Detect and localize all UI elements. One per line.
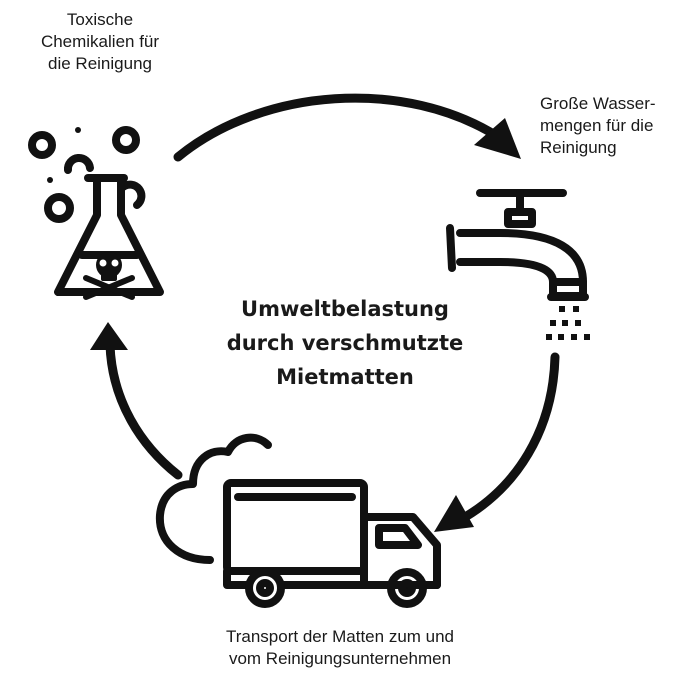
label-chemicals-line1: Toxische [66, 10, 134, 29]
label-water: Große Wasser- mengen für die Reinigung [540, 93, 690, 159]
label-transport-line1: Transport der Matten zum und [225, 627, 455, 646]
arrow-water-to-truck [455, 352, 560, 525]
label-water-line2: mengen für die [540, 116, 654, 135]
center-title-line1: Umweltbelastung [241, 297, 449, 321]
water-drops [546, 306, 590, 340]
arrow-chem-to-water [173, 93, 505, 162]
cycle-arrows [105, 93, 560, 525]
exhaust-cloud-icon [155, 433, 272, 564]
label-chemicals: Toxische Chemikalien für die Reinigung [20, 9, 180, 75]
label-chemicals-line3: die Reinigung [48, 54, 152, 73]
center-title: Umweltbelastung durch verschmutzte Mietm… [190, 292, 500, 394]
water-tap-icon [446, 189, 589, 301]
label-chemicals-line2: Chemikalien für [40, 32, 160, 51]
arrow-truck-to-chem [105, 340, 183, 480]
label-water-line3: Reinigung [540, 138, 617, 157]
label-transport: Transport der Matten zum und vom Reinigu… [170, 626, 510, 670]
center-title-line2: durch verschmutzte [226, 331, 464, 355]
skull-crossbones-icon [83, 252, 135, 300]
arrowhead-water [474, 118, 521, 159]
toxic-flask-icon [28, 126, 164, 296]
label-transport-line2: vom Reinigungsunternehmen [228, 649, 452, 668]
arrowhead-chem [90, 322, 128, 350]
arrowhead-truck [434, 495, 474, 532]
arrowheads [90, 118, 521, 532]
label-water-line1: Große Wasser- [540, 94, 656, 113]
center-title-line3: Mietmatten [276, 365, 414, 389]
delivery-truck-icon [223, 479, 441, 608]
